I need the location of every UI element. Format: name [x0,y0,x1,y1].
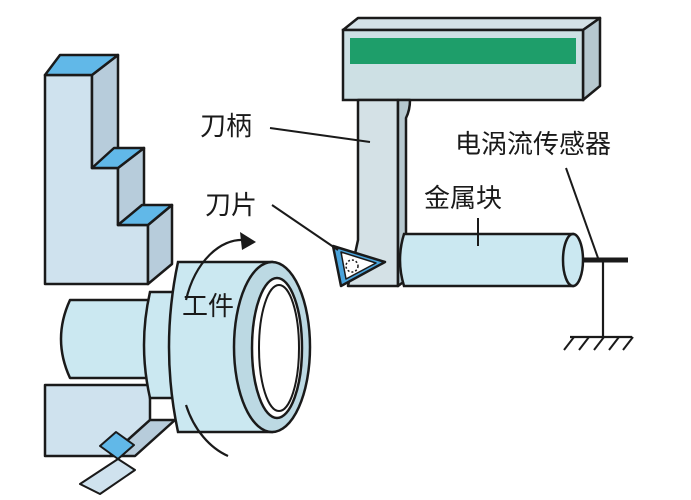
lathe-headstock [43,53,174,286]
label-tool-holder: 刀柄 [200,112,253,142]
metal-block-body [398,232,575,288]
label-insert: 刀片 [205,191,258,221]
label-metal-block: 金属块 [424,184,503,214]
headstock-top-accent [43,53,120,77]
tool-head [341,16,602,102]
spindle [59,298,152,380]
bed-accent [99,431,135,460]
label-workpiece: 工件 [182,292,235,322]
workpiece [142,260,312,434]
headstock-step-2-accent [116,203,174,227]
leader-tool-holder [269,127,371,143]
rotation-arc-back [184,238,246,301]
tool-holder-side [396,98,412,288]
leader-sensor [565,167,599,259]
insert-screw [345,259,359,273]
leader-lines [269,127,599,259]
rotation-arrowhead [240,232,256,250]
workpiece-bore-inner [258,284,300,412]
tool-holder-shank [346,98,400,288]
tool-head-top [341,16,602,32]
metal-block-end [561,232,585,288]
lathe-bed [43,383,177,495]
rotation-arrow-icon [184,232,256,458]
leader-insert [271,204,339,251]
cutting-insert [331,244,387,288]
tool-head-side [581,16,602,102]
tool-holder [346,98,412,288]
metal-block [398,232,585,288]
rotation-arc-front [184,404,229,458]
eddy-current-sensor [563,257,634,351]
bed-lower-slope [79,458,136,495]
ground-symbol-icon [563,335,634,351]
headstock-step-1-accent [90,146,146,170]
spindle-body [59,298,152,380]
tool-head-band [350,38,576,64]
label-sensor: 电涡流传感器 [455,130,612,160]
